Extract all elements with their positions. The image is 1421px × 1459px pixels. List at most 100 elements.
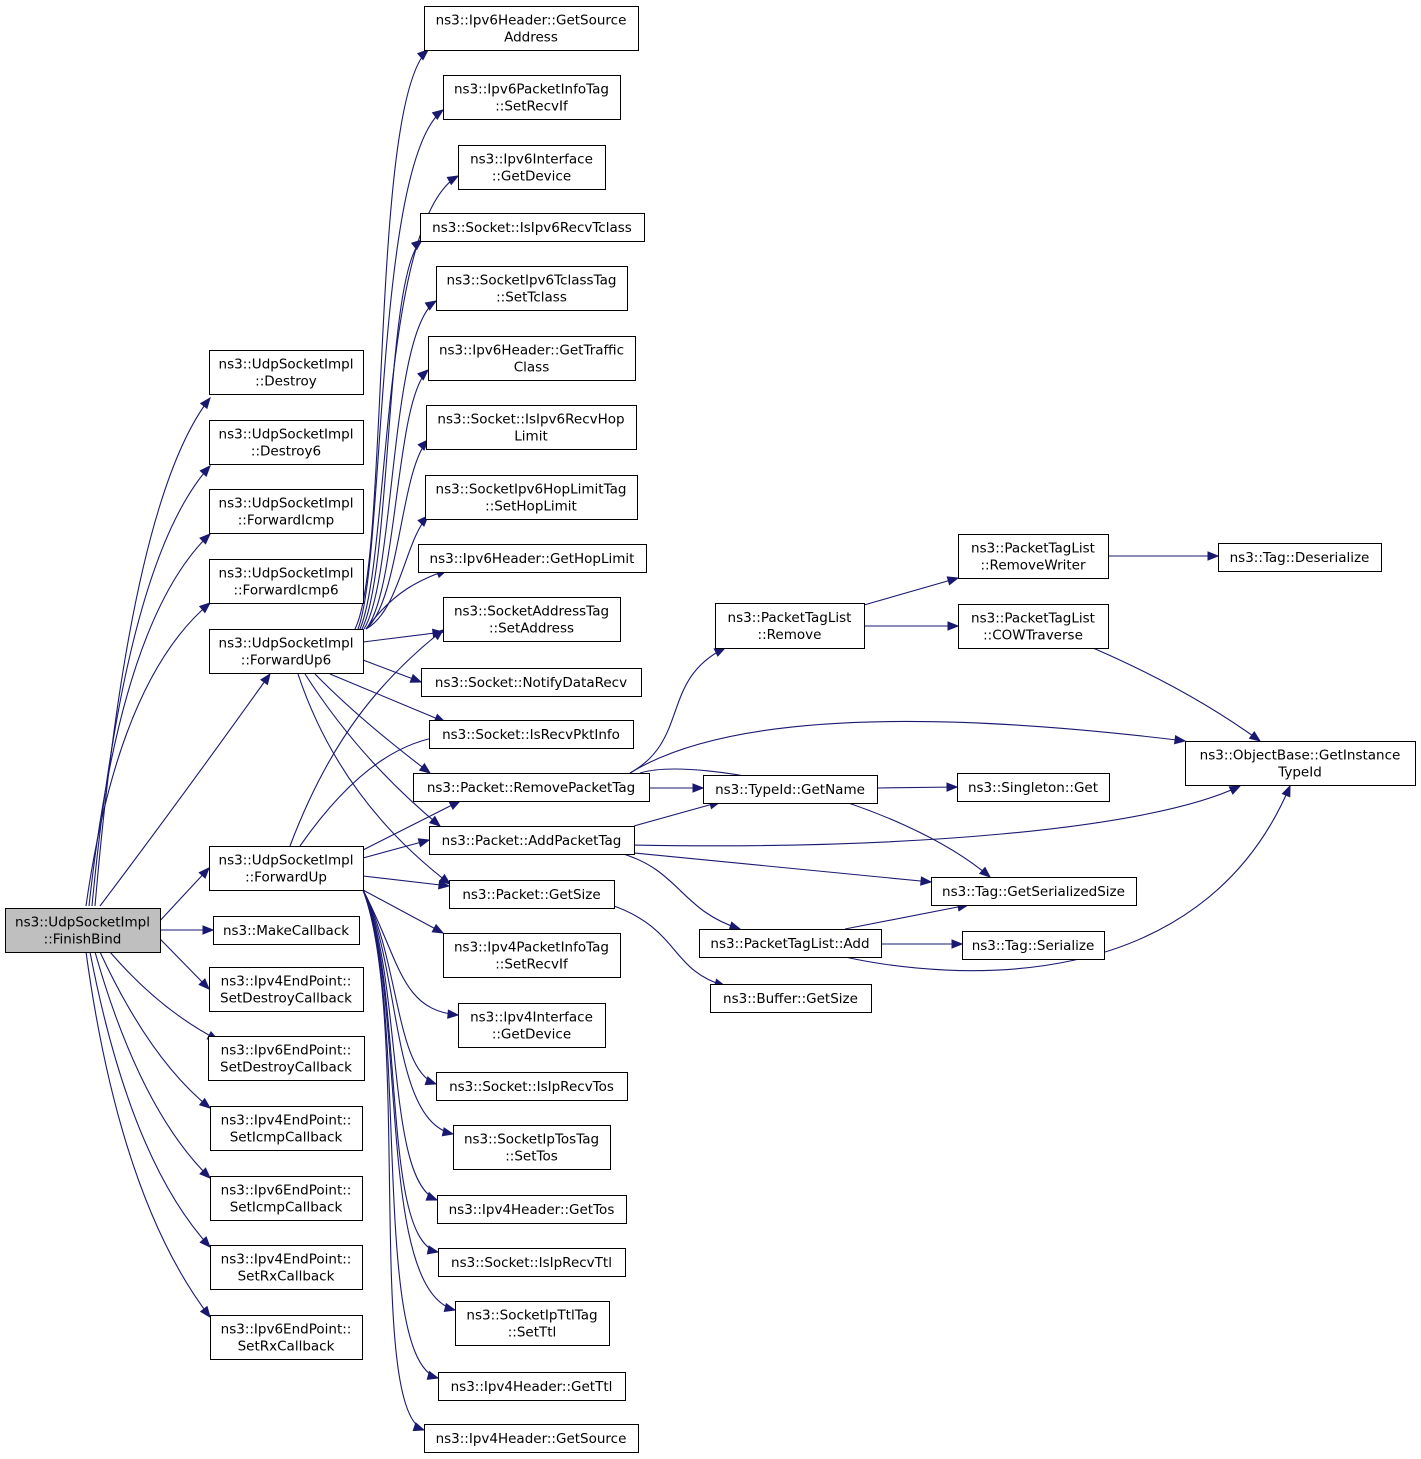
node-ipv6hdr_hoplimit[interactable]: ns3::Ipv6Header::GetHopLimit	[418, 544, 647, 573]
node-box-sock_notify[interactable]	[421, 668, 642, 697]
node-box-objectbase_getinstancetypeid[interactable]	[1185, 741, 1416, 786]
node-ipv4hdr_getsource[interactable]: ns3::Ipv4Header::GetSource	[424, 1424, 639, 1453]
node-box-forwardup[interactable]	[209, 846, 364, 891]
node-box-forwardicmp[interactable]	[209, 489, 364, 534]
node-box-sock_isiprecvtos[interactable]	[436, 1072, 628, 1101]
node-ipv4ep_icmp[interactable]: ns3::Ipv4EndPoint::SetIcmpCallback	[210, 1106, 363, 1151]
node-box-buffer_getsize[interactable]	[710, 984, 872, 1013]
node-box-ipv6ep_destroy[interactable]	[208, 1036, 365, 1081]
node-ptl_removewriter[interactable]: ns3::PacketTagList::RemoveWriter	[958, 534, 1109, 579]
node-box-pkt_removetag[interactable]	[413, 773, 650, 802]
node-typeid_getname[interactable]: ns3::TypeId::GetName	[703, 775, 878, 804]
node-box-ipv6if_getdevice[interactable]	[458, 145, 606, 190]
node-ipv6pit_setrecvif[interactable]: ns3::Ipv6PacketInfoTag::SetRecvIf	[443, 75, 621, 120]
node-ipv4hdr_gettos[interactable]: ns3::Ipv4Header::GetTos	[437, 1195, 627, 1224]
node-pkt_addtag[interactable]: ns3::Packet::AddPacketTag	[429, 826, 635, 855]
node-forwardup[interactable]: ns3::UdpSocketImpl::ForwardUp	[209, 846, 364, 891]
edge-forwardup-to-ipv4hdr_getttl	[362, 889, 439, 1379]
node-ipv4ep_destroy[interactable]: ns3::Ipv4EndPoint::SetDestroyCallback	[209, 967, 364, 1012]
node-forwardup6[interactable]: ns3::UdpSocketImpl::ForwardUp6	[209, 629, 364, 674]
node-box-ipv6ep_icmp[interactable]	[210, 1176, 363, 1221]
node-box-tag_serialize[interactable]	[962, 931, 1105, 960]
node-ipv6ep_destroy[interactable]: ns3::Ipv6EndPoint::SetDestroyCallback	[208, 1036, 365, 1081]
node-sock_isipv6recvtclass[interactable]: ns3::Socket::IsIpv6RecvTclass	[420, 213, 645, 242]
node-box-sockipttltag[interactable]	[455, 1301, 610, 1346]
node-sockaddrtag[interactable]: ns3::SocketAddressTag::SetAddress	[443, 597, 621, 642]
node-tag_serialize[interactable]: ns3::Tag::Serialize	[962, 931, 1105, 960]
node-pkt_getsize[interactable]: ns3::Packet::GetSize	[449, 880, 615, 909]
node-box-finishbind[interactable]	[5, 908, 161, 953]
node-sockipttltag[interactable]: ns3::SocketIpTtlTag::SetTtl	[455, 1301, 610, 1346]
node-box-ipv4hdr_gettos[interactable]	[437, 1195, 627, 1224]
node-box-destroy6[interactable]	[209, 420, 364, 465]
node-makecallback[interactable]: ns3::MakeCallback	[213, 916, 360, 945]
node-ipv4ep_rx[interactable]: ns3::Ipv4EndPoint::SetRxCallback	[210, 1245, 363, 1290]
node-forwardicmp[interactable]: ns3::UdpSocketImpl::ForwardIcmp	[209, 489, 364, 534]
node-label-forwardicmp-1: ::ForwardIcmp	[238, 513, 335, 529]
node-sockipv6hoplimittag[interactable]: ns3::SocketIpv6HopLimitTag::SetHopLimit	[425, 475, 638, 520]
node-ptl_cowtraverse[interactable]: ns3::PacketTagList::COWTraverse	[958, 604, 1109, 649]
node-box-sock_isiprecvttl[interactable]	[438, 1248, 626, 1277]
node-ipv6ep_rx[interactable]: ns3::Ipv6EndPoint::SetRxCallback	[210, 1315, 363, 1360]
node-box-ipv4hdr_getsource[interactable]	[424, 1424, 639, 1453]
node-box-ipv4ep_icmp[interactable]	[210, 1106, 363, 1151]
node-box-sock_isipv6recvhop[interactable]	[426, 405, 637, 450]
node-box-typeid_getname[interactable]	[703, 775, 878, 804]
node-sock_isiprecvtos[interactable]: ns3::Socket::IsIpRecvTos	[436, 1072, 628, 1101]
node-box-ipv6pit_setrecvif[interactable]	[443, 75, 621, 120]
node-sock_isiprecvttl[interactable]: ns3::Socket::IsIpRecvTtl	[438, 1248, 626, 1277]
node-ipv4pit_setrecvif[interactable]: ns3::Ipv4PacketInfoTag::SetRecvIf	[443, 933, 621, 978]
node-box-ipv4ep_destroy[interactable]	[209, 967, 364, 1012]
node-sock_notify[interactable]: ns3::Socket::NotifyDataRecv	[421, 668, 642, 697]
node-box-ptl_cowtraverse[interactable]	[958, 604, 1109, 649]
node-box-ipv6hdr_traffic[interactable]	[428, 336, 636, 381]
node-destroy6[interactable]: ns3::UdpSocketImpl::Destroy6	[209, 420, 364, 465]
node-box-pkt_getsize[interactable]	[449, 880, 615, 909]
node-box-tag_getserializedsize[interactable]	[931, 877, 1137, 906]
node-ptl_remove[interactable]: ns3::PacketTagList::Remove	[715, 603, 865, 649]
node-box-ipv4pit_setrecvif[interactable]	[443, 933, 621, 978]
node-box-forwardup6[interactable]	[209, 629, 364, 674]
node-box-sockipv6tclasstag[interactable]	[436, 266, 628, 311]
node-pkt_removetag[interactable]: ns3::Packet::RemovePacketTag	[413, 773, 650, 802]
node-box-ipv6hdr_hoplimit[interactable]	[418, 544, 647, 573]
node-box-forwardicmp6[interactable]	[209, 559, 364, 604]
node-sock_isrecvpktinfo[interactable]: ns3::Socket::IsRecvPktInfo	[429, 720, 634, 749]
node-box-sockiptostag[interactable]	[453, 1125, 611, 1170]
node-box-ipv4if_getdevice[interactable]	[458, 1003, 606, 1048]
node-ipv6if_getdevice[interactable]: ns3::Ipv6Interface::GetDevice	[458, 145, 606, 190]
node-singleton_get[interactable]: ns3::Singleton::Get	[957, 773, 1110, 802]
node-tag_getserializedsize[interactable]: ns3::Tag::GetSerializedSize	[931, 877, 1137, 906]
node-box-sock_isipv6recvtclass[interactable]	[420, 213, 645, 242]
node-box-makecallback[interactable]	[213, 916, 360, 945]
node-box-ipv6hdr_src[interactable]	[424, 6, 639, 51]
node-box-pkt_addtag[interactable]	[429, 826, 635, 855]
node-box-ptl_add[interactable]	[699, 929, 882, 958]
node-sockipv6tclasstag[interactable]: ns3::SocketIpv6TclassTag::SetTclass	[436, 266, 628, 311]
node-box-singleton_get[interactable]	[957, 773, 1110, 802]
node-ipv4if_getdevice[interactable]: ns3::Ipv4Interface::GetDevice	[458, 1003, 606, 1048]
node-finishbind[interactable]: ns3::UdpSocketImpl::FinishBind	[5, 908, 161, 953]
node-box-tag_deserialize[interactable]	[1218, 543, 1382, 572]
node-forwardicmp6[interactable]: ns3::UdpSocketImpl::ForwardIcmp6	[209, 559, 364, 604]
node-box-ipv4hdr_getttl[interactable]	[438, 1372, 626, 1401]
node-box-ptl_remove[interactable]	[715, 603, 865, 649]
node-buffer_getsize[interactable]: ns3::Buffer::GetSize	[710, 984, 872, 1013]
node-box-ipv6ep_rx[interactable]	[210, 1315, 363, 1360]
node-ipv4hdr_getttl[interactable]: ns3::Ipv4Header::GetTtl	[438, 1372, 626, 1401]
node-box-sockipv6hoplimittag[interactable]	[425, 475, 638, 520]
node-destroy[interactable]: ns3::UdpSocketImpl::Destroy	[209, 350, 364, 395]
node-tag_deserialize[interactable]: ns3::Tag::Deserialize	[1218, 543, 1382, 572]
node-box-destroy[interactable]	[209, 350, 364, 395]
node-ptl_add[interactable]: ns3::PacketTagList::Add	[699, 929, 882, 958]
node-ipv6ep_icmp[interactable]: ns3::Ipv6EndPoint::SetIcmpCallback	[210, 1176, 363, 1221]
node-box-ipv4ep_rx[interactable]	[210, 1245, 363, 1290]
node-sockiptostag[interactable]: ns3::SocketIpTosTag::SetTos	[453, 1125, 611, 1170]
node-box-sockaddrtag[interactable]	[443, 597, 621, 642]
node-box-sock_isrecvpktinfo[interactable]	[429, 720, 634, 749]
node-box-ptl_removewriter[interactable]	[958, 534, 1109, 579]
